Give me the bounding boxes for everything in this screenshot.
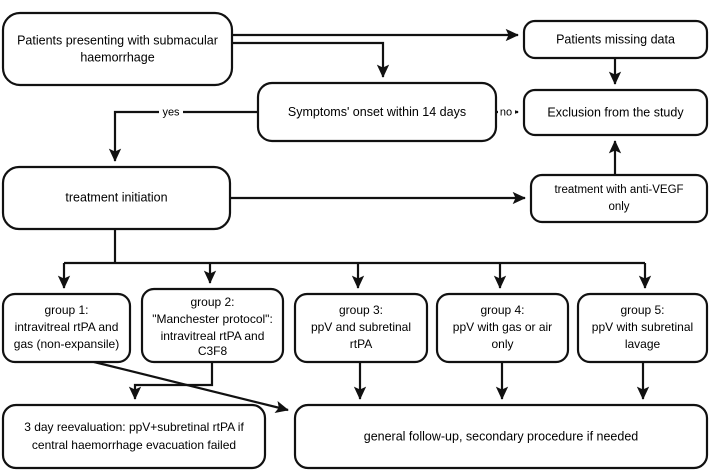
node-treatment-initiation-box[interactable]: [1, 165, 232, 231]
node-group2-line-0: group 2:: [190, 295, 234, 309]
node-treatment-initiation-line-0: treatment initiation: [65, 190, 167, 204]
node-anti-vegf-box[interactable]: [529, 173, 709, 224]
node-group2[interactable]: group 2: "Manchester protocol": intravit…: [140, 287, 285, 364]
node-patients-missing-data-box[interactable]: [522, 19, 709, 60]
node-patients-missing-data[interactable]: Patients missing data: [522, 19, 709, 60]
node-group3[interactable]: group 3: ppV and subretinal rtPA: [293, 292, 429, 364]
edge-label-yes: yes: [162, 106, 180, 118]
yes-label-backdrop: [159, 105, 183, 119]
node-group1-line-1: intravitreal rtPA and: [15, 320, 119, 334]
node-group3-box[interactable]: [293, 292, 429, 364]
node-reevaluation-line-1: central haemorrhage evacuation failed: [32, 438, 236, 452]
node-group1-line-2: gas (non-expansile): [14, 337, 119, 351]
node-anti-vegf-line-0: treatment with anti-VEGF: [554, 184, 683, 196]
no-label-backdrop: [498, 105, 515, 119]
node-anti-vegf-line-1: only: [608, 201, 629, 213]
node-group3-line-0: group 3:: [339, 303, 383, 317]
node-group1-box[interactable]: [1, 292, 132, 364]
node-group4-line-2: only: [491, 337, 513, 351]
node-reevaluation-line-0: 3 day reevaluation: ppV+subretinal rtPA …: [24, 420, 244, 434]
node-patients-missing-data-line-0: Patients missing data: [556, 32, 675, 46]
node-group2-line-2: intravitreal rtPA and: [161, 329, 265, 343]
edge-group2-to-reevaluation: [128, 362, 214, 400]
node-group4[interactable]: group 4: ppV with gas or air only: [435, 292, 570, 364]
node-treatment-initiation[interactable]: treatment initiation: [1, 165, 232, 231]
edge-symptoms-yes-to-treatment: [108, 110, 258, 162]
node-reevaluation[interactable]: 3 day reevaluation: ppV+subretinal rtPA …: [1, 403, 267, 470]
node-symptoms-onset-line-0: Symptoms' onset within 14 days: [288, 105, 466, 119]
node-symptoms-onset-box[interactable]: [256, 81, 498, 143]
node-group5[interactable]: group 5: ppV with subretinal lavage: [576, 292, 709, 364]
node-followup-box[interactable]: [293, 403, 709, 470]
node-group3-line-1: ppV and subretinal: [311, 320, 411, 334]
node-group5-line-0: group 5:: [620, 303, 664, 317]
node-exclusion-box[interactable]: [522, 88, 709, 137]
node-followup-line-0: general follow-up, secondary procedure i…: [364, 429, 639, 443]
node-group5-line-1: ppV with subretinal: [592, 320, 693, 334]
node-group1-line-0: group 1:: [44, 303, 88, 317]
edge-patients-to-symptoms: [232, 41, 390, 78]
node-patients-presenting[interactable]: Patients presenting with submacular haem…: [1, 11, 234, 87]
edge-label-no: no: [500, 106, 512, 118]
node-group4-line-0: group 4:: [480, 303, 524, 317]
node-exclusion[interactable]: Exclusion from the study: [522, 88, 709, 137]
node-patients-presenting-line-0: Patients presenting with submacular: [17, 33, 218, 47]
node-followup[interactable]: general follow-up, secondary procedure i…: [293, 403, 709, 470]
edges-layer: [57, 28, 652, 414]
node-group1[interactable]: group 1: intravitreal rtPA and gas (non-…: [1, 292, 132, 364]
node-group5-box[interactable]: [576, 292, 709, 364]
node-group5-line-2: lavage: [625, 337, 661, 351]
node-group2-line-3: C3F8: [198, 344, 228, 358]
edge-labels-layer: yes no: [159, 105, 515, 119]
node-exclusion-line-0: Exclusion from the study: [547, 105, 684, 119]
node-group3-line-2: rtPA: [350, 337, 372, 351]
node-patients-presenting-box[interactable]: [1, 11, 234, 87]
node-patients-presenting-line-1: haemorrhage: [80, 50, 154, 64]
node-symptoms-onset[interactable]: Symptoms' onset within 14 days: [256, 81, 498, 143]
node-reevaluation-box[interactable]: [1, 403, 267, 470]
node-group2-box[interactable]: [140, 287, 285, 364]
node-group2-line-1: "Manchester protocol":: [152, 312, 273, 326]
node-group4-line-1: ppV with gas or air: [453, 320, 552, 334]
node-group4-box[interactable]: [435, 292, 570, 364]
nodes-layer: Patients presenting with submacular haem…: [1, 11, 709, 470]
node-anti-vegf[interactable]: treatment with anti-VEGF only: [529, 173, 709, 224]
